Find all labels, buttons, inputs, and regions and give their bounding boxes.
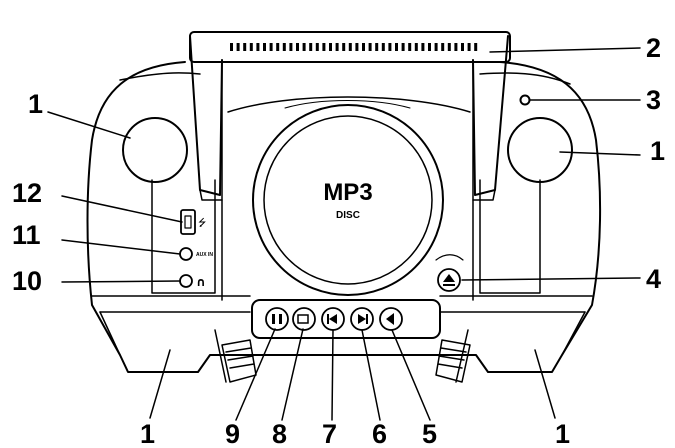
vent-slot	[441, 43, 445, 51]
aux-in-jack[interactable]	[179, 247, 193, 261]
headphone-jack[interactable]	[179, 274, 193, 288]
foot-left-grille	[221, 339, 257, 383]
callout-foot-left: 1	[140, 419, 155, 448]
callout-power-led: 3	[646, 85, 661, 115]
vent-slot	[309, 43, 313, 51]
vent-slot	[362, 43, 365, 51]
callout-foot-right: 1	[555, 419, 570, 448]
usb-symbol-icon: ⭍	[198, 217, 206, 229]
callout-speaker-left: 1	[28, 89, 43, 119]
callout-headphone: 10	[12, 266, 42, 296]
disc-logo: DISC	[336, 210, 360, 221]
body-outline	[86, 61, 602, 373]
vent-slot	[388, 43, 392, 51]
vent-slot	[355, 43, 359, 51]
vent-slot	[474, 43, 478, 51]
vent-slot	[289, 43, 293, 51]
button-icons	[272, 274, 455, 325]
vent-slot	[282, 43, 286, 51]
speaker-left	[122, 117, 188, 183]
vent-slot	[467, 43, 471, 51]
handle-vent-slots	[230, 43, 478, 51]
foot-right-grille	[435, 339, 471, 383]
vent-slot	[249, 43, 253, 51]
vent-slot	[375, 43, 379, 51]
vent-slot	[447, 43, 451, 51]
aux-in-label: AUX IN	[196, 252, 213, 258]
vent-slot	[408, 43, 412, 51]
vent-slot	[263, 43, 266, 51]
vent-slot	[230, 43, 233, 51]
callout-eject: 4	[646, 264, 661, 294]
carry-handle	[189, 31, 511, 63]
power-led	[519, 94, 531, 106]
btn-play-pause[interactable]	[265, 307, 289, 331]
btn-volume[interactable]	[379, 307, 403, 331]
speaker-right	[507, 117, 573, 183]
vent-slot	[434, 43, 438, 51]
callout-btn-7: 7	[322, 419, 337, 448]
callout-handle: 2	[646, 33, 661, 63]
vent-slot	[296, 43, 299, 51]
handle-left-strap	[189, 35, 223, 196]
vent-slot	[461, 43, 464, 51]
callout-btn-5: 5	[422, 419, 437, 448]
vent-slot	[322, 43, 326, 51]
control-panel	[251, 299, 441, 339]
callout-speaker-right: 1	[650, 136, 665, 166]
vent-slot	[421, 43, 425, 51]
vent-slot	[348, 43, 352, 51]
vent-slot	[401, 43, 405, 51]
btn-mode[interactable]	[292, 307, 316, 331]
headphone-symbol-icon: ∩	[196, 275, 206, 289]
handle-right-strap	[472, 35, 509, 196]
callout-btn-8: 8	[272, 419, 287, 448]
vent-slot	[276, 43, 280, 51]
vent-slot	[335, 43, 339, 51]
vent-slot	[395, 43, 398, 51]
eject-button[interactable]	[437, 268, 461, 292]
vent-slot	[243, 43, 247, 51]
vent-slot	[256, 43, 260, 51]
cd-lid-inner	[263, 115, 433, 285]
vent-slot	[381, 43, 385, 51]
callout-btn-9: 9	[225, 419, 240, 448]
callout-aux-in: 11	[12, 220, 41, 250]
vent-slot	[414, 43, 418, 51]
callout-btn-6: 6	[372, 419, 387, 448]
cd-lid-outer	[252, 104, 444, 296]
vent-slot	[368, 43, 372, 51]
vent-slot	[342, 43, 346, 51]
vent-slot	[315, 43, 319, 51]
mp3-logo: MP3	[323, 179, 372, 206]
vent-slot	[302, 43, 306, 51]
usb-port[interactable]	[180, 209, 196, 235]
callout-usb: 12	[12, 178, 42, 208]
vent-slot	[269, 43, 273, 51]
vent-slot	[329, 43, 332, 51]
vent-slot	[428, 43, 431, 51]
vent-slot	[454, 43, 458, 51]
vent-slot	[236, 43, 240, 51]
